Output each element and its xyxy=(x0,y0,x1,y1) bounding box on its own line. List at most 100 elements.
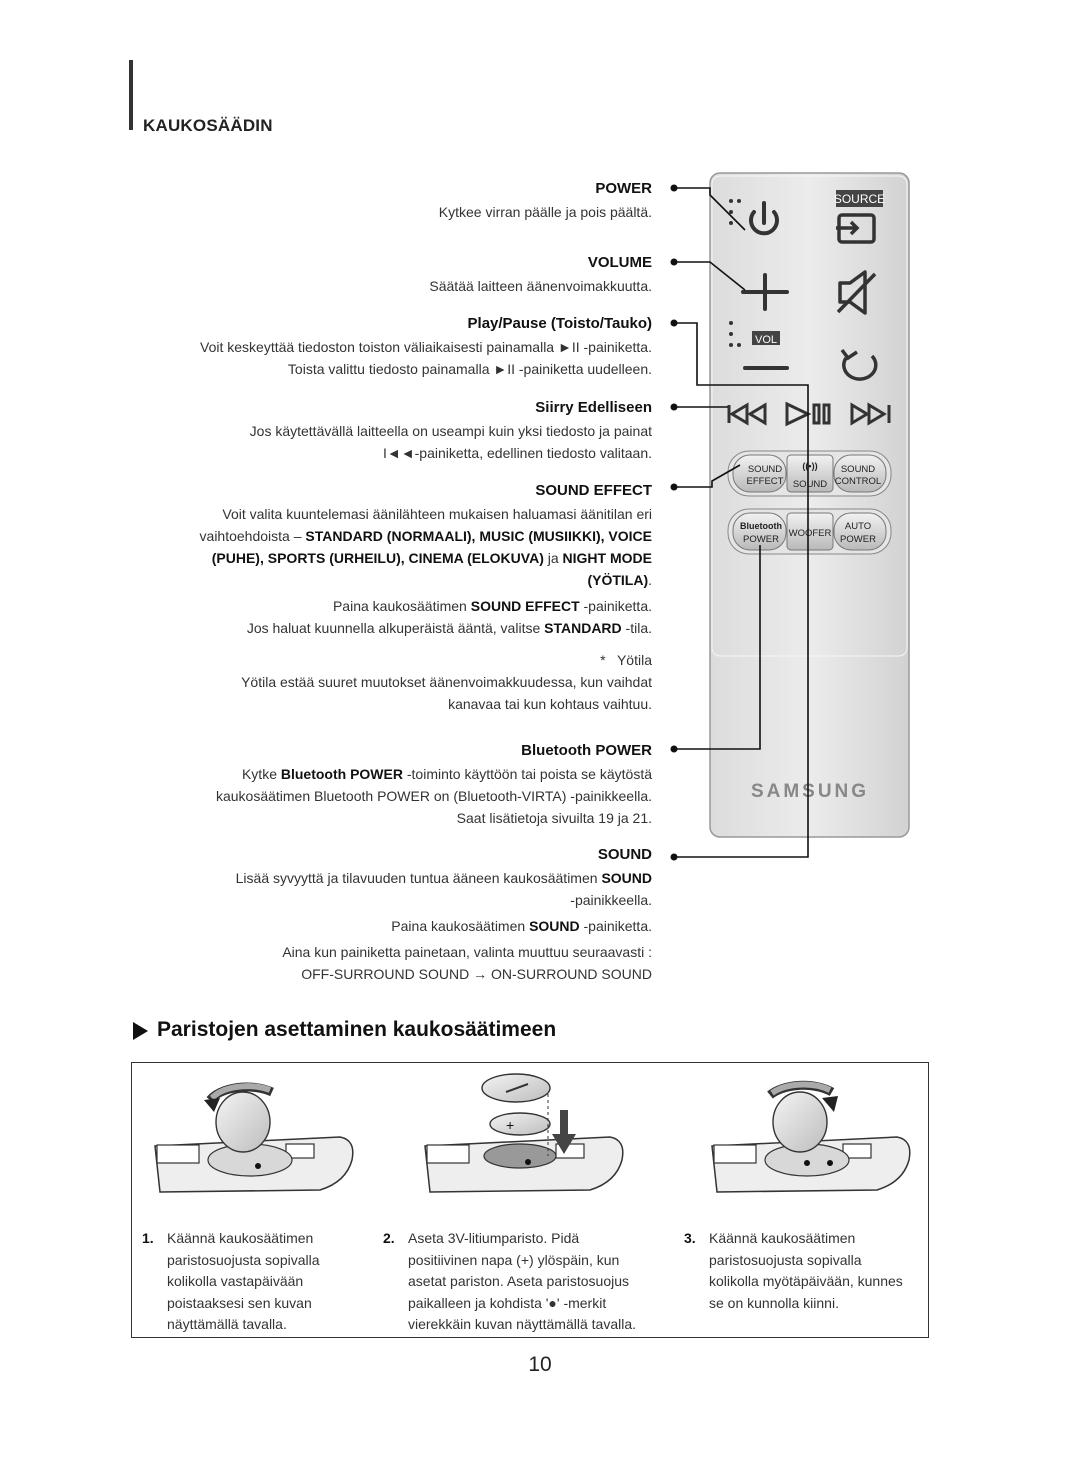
section-arrow-icon xyxy=(133,1022,148,1040)
bt-power-description: Bluetooth POWER Kytke Bluetooth POWER -t… xyxy=(132,742,652,829)
step-1-line: paristosuojusta sopivalla xyxy=(167,1251,320,1268)
step-1-line: poistaaksesi sen kuvan xyxy=(167,1294,312,1311)
sound-effect-btn-l2: EFFECT xyxy=(747,476,784,487)
repeat-icon xyxy=(840,348,878,381)
battery-heading: Paristojen asettaminen kaukosäätimeen xyxy=(133,1018,556,1042)
sound-p2b: -painiketta. xyxy=(583,918,652,934)
sound-btn-label: SOUND xyxy=(793,479,827,490)
callout-dots xyxy=(670,184,678,861)
battery-plus-icon: + xyxy=(506,1117,514,1133)
source-label: SOURCE xyxy=(834,192,885,206)
power-button-row: Bluetooth POWER WOOFER AUTO POWER xyxy=(727,508,892,555)
section-title: KAUKOSÄÄDIN xyxy=(143,116,273,135)
header-rule xyxy=(129,60,133,130)
step-1-line: kolikolla vastapäivään xyxy=(167,1273,304,1289)
sound-effect-p3b: -tila. xyxy=(625,620,652,636)
sound-control-btn-l2: CONTROL xyxy=(835,476,881,487)
power-description: POWER Kytkee virran päälle ja pois päält… xyxy=(132,180,652,223)
sound-effect-p2b: -painiketta. xyxy=(583,598,652,614)
playpause-line1: Voit keskeyttää tiedoston toiston väliai… xyxy=(200,339,652,355)
step-3-line: paristosuojusta sopivalla xyxy=(709,1251,862,1268)
vol-label: VOL xyxy=(755,334,777,346)
step-3-line: Käännä kaukosäätimen xyxy=(709,1230,856,1246)
bt-power-heading: Bluetooth POWER xyxy=(521,742,652,759)
battery-step1-illustration xyxy=(154,1082,354,1193)
power-icon xyxy=(729,199,779,236)
step-2-number: 2. xyxy=(383,1230,395,1246)
step-2-line: asetat pariston. Aseta paristosuojus xyxy=(408,1273,630,1289)
bt-power-l1b: -toiminto käyttöön tai poista se käytöst… xyxy=(406,766,652,782)
next-icon xyxy=(850,402,891,426)
remote-body xyxy=(709,172,910,838)
sound-effect-p2-bold: SOUND EFFECT xyxy=(470,598,580,614)
auto-power-btn-l2: POWER xyxy=(840,534,876,545)
sound-effect-modes4: (YÖTILA) xyxy=(587,572,649,588)
sound-effect-heading: SOUND EFFECT xyxy=(535,482,652,499)
volume-description: VOLUME Säätää laitteen äänenvoimakkuutta… xyxy=(132,254,652,297)
play-pause-icon xyxy=(785,401,831,427)
bt-power-line3: Saat lisätietoja sivuilta 19 ja 21. xyxy=(456,810,652,826)
vol-label-group: VOL xyxy=(729,321,780,347)
sound-control-btn-l1: SOUND xyxy=(841,464,875,475)
sound-effect-btn-l1: SOUND xyxy=(748,464,782,475)
step-1-number: 1. xyxy=(142,1230,154,1246)
step-3-number: 3. xyxy=(684,1230,696,1246)
playpause-line2: Toista valittu tiedosto painamalla ►II -… xyxy=(287,361,652,377)
night-mode-note-title: * Yötila xyxy=(600,652,652,668)
sound-l1-bold: SOUND xyxy=(601,870,652,886)
battery-step-2: 2. Aseta 3V-litiumparisto. Pidä positiiv… xyxy=(383,1228,663,1336)
volume-text: Säätää laitteen äänenvoimakkuutta. xyxy=(429,278,652,294)
sound-line5: OFF-SURROUND SOUND → ON-SURROUND SOUND xyxy=(301,966,652,982)
bt-power-btn-l1: Bluetooth xyxy=(740,521,782,531)
bt-power-l1-bold: Bluetooth POWER xyxy=(280,766,403,782)
battery-heading-text: Paristojen asettaminen kaukosäätimeen xyxy=(157,1018,557,1041)
source-button: SOURCE xyxy=(834,190,885,244)
step-3-line: kolikolla myötäpäivään, kunnes xyxy=(709,1273,903,1289)
previous-icon xyxy=(727,402,767,426)
playpause-description: Play/Pause (Toisto/Tauko) Voit keskeyttä… xyxy=(132,315,652,380)
playpause-heading: Play/Pause (Toisto/Tauko) xyxy=(467,315,652,332)
sound-p2-bold: SOUND xyxy=(529,918,580,934)
step-3-line: se on kunnolla kiinni. xyxy=(709,1294,839,1311)
sound-effect-and: ja xyxy=(547,550,559,566)
sound-effect-modes1: STANDARD (NORMAALI), MUSIC (MUSIIKKI), V… xyxy=(305,528,652,544)
bt-power-l1a: Kytke xyxy=(241,766,277,782)
sound-effect-modes3: NIGHT MODE xyxy=(562,550,652,566)
sound-button-row: SOUND EFFECT ((•)) SOUND SOUND CONTROL xyxy=(727,450,892,497)
battery-step3-illustration xyxy=(711,1080,911,1193)
previous-line2: I◄◄-painiketta, edellinen tiedosto valit… xyxy=(383,445,652,461)
callout-lines xyxy=(674,187,809,858)
power-heading: POWER xyxy=(595,180,652,197)
sound-effect-end: . xyxy=(648,572,652,588)
sound-line4: Aina kun painiketta painetaan, valinta m… xyxy=(282,944,652,960)
previous-line1: Jos käytettävällä laitteella on useampi … xyxy=(249,423,652,439)
bt-power-btn-l2: POWER xyxy=(743,534,779,545)
battery-step-3: 3. Käännä kaukosäätimen paristosuojusta … xyxy=(684,1228,924,1314)
surround-icon: ((•)) xyxy=(802,461,817,471)
mute-icon xyxy=(836,270,877,315)
sound-effect-p3a: Jos haluat kuunnella alkuperäistä ääntä,… xyxy=(246,620,541,636)
sound-effect-modes2: (PUHE), SPORTS (URHEILU), CINEMA (ELOKUV… xyxy=(211,550,544,566)
volume-heading: VOLUME xyxy=(587,254,652,271)
sound-l1a: Lisää syvyyttä ja tilavuuden tuntua ääne… xyxy=(235,870,598,886)
sound-effect-p3-bold: STANDARD xyxy=(544,620,622,636)
samsung-logo: SAMSUNG xyxy=(751,781,869,802)
step-1-line: Käännä kaukosäätimen xyxy=(167,1230,314,1246)
volume-up-icon xyxy=(741,273,789,311)
night-mode-note-line1: Yötila estää suuret muutokset äänenvoima… xyxy=(241,674,652,690)
sound-heading: SOUND xyxy=(597,846,652,863)
previous-heading: Siirry Edelliseen xyxy=(535,399,652,416)
night-mode-note-line2: kanavaa tai kun kohtaus vaihtuu. xyxy=(448,696,652,712)
step-2-line: Aseta 3V-litiumparisto. Pidä xyxy=(408,1230,580,1246)
step-1-line: näyttämällä tavalla. xyxy=(167,1316,287,1332)
page-number: 10 xyxy=(528,1353,552,1376)
sound-line2: -painikkeella. xyxy=(570,892,652,908)
sound-effect-p1b: vaihtoehdoista – xyxy=(199,528,302,544)
step-2-line: positiivinen napa (+) ylöspäin, kun xyxy=(408,1251,620,1268)
sound-description: SOUND Lisää syvyyttä ja tilavuuden tuntu… xyxy=(132,846,652,985)
auto-power-btn-l1: AUTO xyxy=(845,521,871,532)
woofer-btn-label: WOOFER xyxy=(789,528,832,539)
previous-description: Siirry Edelliseen Jos käytettävällä lait… xyxy=(132,399,652,464)
battery-steps-box xyxy=(131,1062,929,1338)
